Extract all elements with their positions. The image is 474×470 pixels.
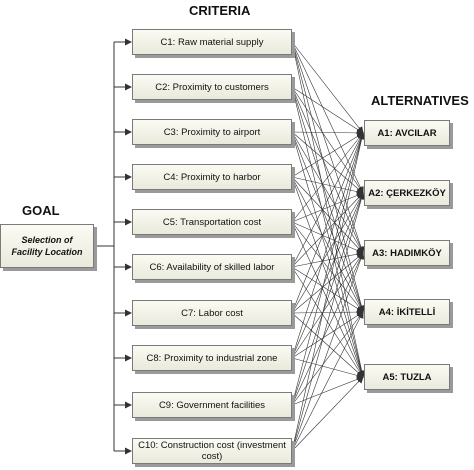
criterion-box-c3: C3: Proximity to airport	[132, 119, 292, 145]
criterion-box-c10: C10: Construction cost (investment cost)	[132, 438, 292, 464]
link-c1-a1	[291, 41, 364, 134]
link-c3-a2	[291, 131, 364, 194]
link-c7-a2	[291, 192, 364, 314]
link-c10-a5	[291, 376, 364, 452]
criterion-box-c5: C5: Transportation cost	[132, 209, 292, 235]
link-c5-a4	[291, 221, 364, 313]
link-c7-a4	[291, 308, 364, 316]
link-c7-a5	[291, 312, 364, 378]
link-c9-a5	[291, 375, 364, 406]
criterion-label: C7: Labor cost	[181, 307, 243, 319]
alternative-label: A4: İKİTELLİ	[378, 306, 436, 318]
link-c6-a5	[291, 266, 364, 378]
goal-heading: GOAL	[22, 203, 60, 218]
link-c3-a3	[291, 131, 364, 254]
link-c8-a1	[291, 132, 365, 359]
link-c1-a2	[291, 41, 364, 194]
link-c8-a4	[291, 311, 364, 359]
criterion-box-c1: C1: Raw material supply	[132, 29, 292, 55]
alternative-box-a1: A1: AVCILAR	[364, 120, 450, 146]
goal-box: Selection of Facility Location	[0, 224, 94, 268]
alternative-label: A5: TUZLA	[382, 371, 432, 383]
alternative-box-a3: A3: HADIMKÖY	[364, 240, 450, 266]
link-c2-a3	[291, 86, 364, 254]
alternative-box-a2: A2: ÇERKEZKÖY	[364, 180, 450, 206]
link-c10-a1	[291, 132, 366, 452]
link-c2-a4	[291, 86, 365, 313]
link-c1-a3	[291, 41, 365, 254]
criteria-heading: CRITERIA	[189, 3, 251, 18]
link-c6-a4	[291, 266, 364, 313]
link-c4-a5	[291, 176, 365, 378]
criterion-box-c6: C6: Availability of skilled labor	[132, 254, 292, 280]
link-c4-a1	[291, 132, 364, 178]
link-c7-a3	[291, 252, 364, 314]
link-c3-a4	[291, 131, 365, 313]
link-c5-a2	[291, 192, 364, 223]
link-c6-a2	[291, 192, 364, 268]
criterion-box-c8: C8: Proximity to industrial zone	[132, 345, 292, 371]
link-c7-a1	[291, 132, 365, 314]
link-c2-a5	[291, 86, 365, 378]
criterion-box-c4: C4: Proximity to harbor	[132, 164, 292, 190]
link-c8-a3	[291, 252, 364, 359]
criterion-box-c2: C2: Proximity to customers	[132, 74, 292, 100]
alternative-label: A3: HADIMKÖY	[372, 247, 442, 259]
link-c10-a3	[291, 252, 365, 452]
link-c4-a4	[291, 176, 364, 313]
criterion-label: C5: Transportation cost	[162, 216, 262, 228]
criterion-label: C3: Proximity to airport	[163, 126, 261, 138]
criterion-label: C9: Government facilities	[158, 399, 266, 411]
link-c6-a3	[291, 250, 364, 268]
alternative-box-a4: A4: İKİTELLİ	[364, 299, 450, 325]
goal-label: Selection of Facility Location	[11, 235, 83, 257]
alternatives-heading: ALTERNATIVES	[371, 93, 469, 108]
link-c3-a1	[291, 129, 364, 137]
alternative-label: A1: AVCILAR	[377, 127, 437, 139]
alternative-box-a5: A5: TUZLA	[364, 364, 450, 390]
link-c9-a1	[291, 132, 365, 406]
criterion-label: C2: Proximity to customers	[155, 81, 269, 93]
link-c9-a3	[291, 252, 364, 406]
alternative-label: A2: ÇERKEZKÖY	[368, 187, 446, 199]
link-c4-a2	[291, 176, 364, 196]
criterion-box-c7: C7: Labor cost	[132, 300, 292, 326]
criterion-label: C4: Proximity to harbor	[163, 171, 261, 183]
criterion-label: C8: Proximity to industrial zone	[146, 352, 278, 364]
criterion-box-c9: C9: Government facilities	[132, 392, 292, 418]
criterion-label: C1: Raw material supply	[160, 36, 264, 48]
link-c8-a5	[291, 357, 364, 379]
link-c1-a4	[291, 41, 365, 313]
link-c1-a5	[291, 41, 366, 378]
criterion-label: C10: Construction cost (investment cost)	[138, 440, 286, 462]
link-c5-a3	[291, 221, 364, 254]
link-c5-a5	[291, 221, 364, 378]
link-c3-a5	[291, 131, 365, 378]
link-c2-a1	[291, 86, 364, 134]
link-c4-a3	[291, 176, 364, 254]
link-c2-a2	[291, 86, 364, 194]
criterion-label: C6: Availability of skilled labor	[149, 261, 275, 273]
link-c8-a2	[291, 192, 364, 359]
